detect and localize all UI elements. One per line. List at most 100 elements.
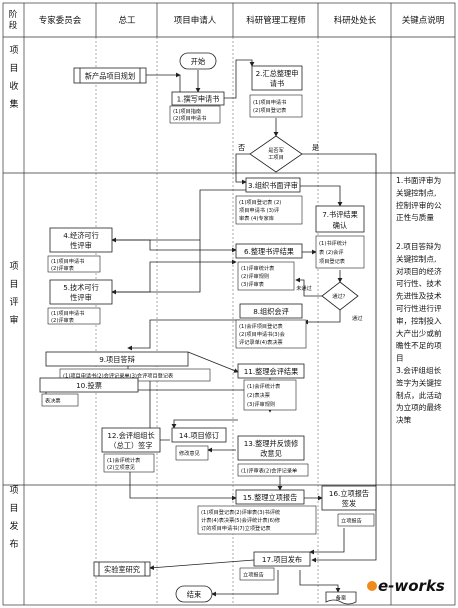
step-1-doc: (1)项目指南 bbox=[173, 107, 201, 115]
step-11-doc: (3)评审规则 bbox=[247, 400, 275, 408]
header-stage-label: 阶段 bbox=[9, 9, 18, 31]
key-note-line: 正性与质量 bbox=[396, 212, 434, 222]
key-note-line: 先进性及技术 bbox=[396, 291, 442, 301]
stage-label-collect: 项目收集 bbox=[9, 45, 18, 110]
key-note-2: 2.项目答辩为关键控制点,对项目的经济可行性、技术先进性及技术可行性进行评审，控… bbox=[396, 241, 442, 363]
step-16-label: 签发 bbox=[342, 499, 356, 508]
archive-node: 备案 bbox=[325, 591, 357, 605]
header-role: 关键点说明 bbox=[402, 15, 445, 26]
step-8-doc: (1)会评项目登记表 bbox=[239, 322, 283, 330]
key-note-line: 签字为关键控 bbox=[396, 377, 442, 387]
start-node: 开始 bbox=[179, 52, 217, 70]
key-note-line: 2.项目答辩为 bbox=[396, 241, 441, 251]
archive-label: 备案 bbox=[336, 594, 347, 602]
stage-label-char: 目 bbox=[9, 63, 18, 74]
lab-research-node: 实验室研究 bbox=[93, 561, 151, 577]
step-2-label: 请书 bbox=[270, 79, 284, 88]
step-5-doc: (2)评审表 bbox=[51, 316, 75, 324]
step-8-label: 8.组织会评 bbox=[253, 307, 289, 316]
step-16-sign-report: 16.立项报告 签发 立项报告 bbox=[321, 485, 377, 527]
header-role: 总工 bbox=[118, 15, 136, 26]
key-note-line: 为立项的最终 bbox=[396, 402, 442, 412]
step-15-doc: 订的项目申请书(7)立项登记表 bbox=[201, 524, 271, 532]
key-note-line: 3.会评组组长 bbox=[396, 365, 442, 375]
step-10-doc: 表决票 bbox=[45, 397, 61, 405]
step-7-doc: 表 (2)会评 bbox=[319, 248, 344, 256]
key-note-line: 可行性进行评 bbox=[396, 303, 442, 313]
step-7-label: 确认 bbox=[333, 221, 347, 230]
step-14-label: 14.项目修订 bbox=[179, 431, 219, 440]
step-7-doc: 项目登记表 bbox=[319, 257, 346, 265]
step-13-label: 13.整理并反馈修 bbox=[244, 439, 299, 448]
product-plan-label: 新产品项目规划 bbox=[85, 72, 135, 81]
step-4-label: 4.经济可行 bbox=[63, 231, 99, 240]
decision-2-pass: 通过 bbox=[352, 314, 362, 322]
step-17-label: 17.项目发布 bbox=[262, 555, 302, 564]
key-note-1: 1.书面评审为关键控制点,控制评审的公正性与质量 bbox=[396, 175, 442, 222]
start-label: 开始 bbox=[191, 57, 205, 66]
key-note-line: 瞻性不足的项 bbox=[396, 340, 442, 350]
step-12-label: 12.会评组组长 bbox=[107, 431, 154, 440]
key-note-line: 关键控制点, bbox=[396, 253, 436, 263]
step-9-project-defense: 9.项目答辩 (1)项目申请书(2)会评记录单(3)会评项目登记表 bbox=[45, 351, 211, 382]
stage-label-char: 目 bbox=[9, 279, 18, 290]
header-role: 科研管理工程师 bbox=[246, 15, 306, 26]
step-6-organize-written-results: 6.整理书评结果 (1)评审统计表 (2)评审规则 (3)评审表 bbox=[235, 243, 303, 291]
end-node: 结束 bbox=[175, 585, 213, 603]
step-16-doc: 立项报告 bbox=[341, 517, 362, 525]
step-5-label: 性评审 bbox=[70, 293, 92, 302]
stage-label-char: 项 bbox=[9, 261, 18, 272]
step-2-doc: (2)项目登记表 bbox=[253, 106, 287, 114]
step-10-vote: 10.投票 表决票 bbox=[39, 377, 139, 407]
key-note-line: 关键控制点, bbox=[396, 187, 436, 197]
step-2-label: 2.汇总整理申 bbox=[256, 69, 299, 78]
step-12-team-leader-sign: 12.会评组组长 （总工）签字 (1)会评统计表 (2)立项意见 bbox=[101, 427, 161, 473]
step-3-doc: 审表 (4)专家库 bbox=[239, 214, 274, 222]
step-11-label: 11.整理会评结果 bbox=[244, 367, 299, 376]
stage-label-char: 项 bbox=[9, 45, 18, 56]
stage-label-char: 项 bbox=[9, 485, 18, 496]
decision-1-label: 工项目 bbox=[268, 154, 284, 161]
stage-label-char: 目 bbox=[9, 503, 18, 514]
step-6-doc: (1)评审统计表 bbox=[241, 264, 275, 272]
step-7-confirm-written-results: 7.书评结果 确认 (1)书评统计 表 (2)会评 项目登记表 bbox=[315, 205, 365, 269]
key-note-line: 1.书面评审为 bbox=[396, 175, 441, 185]
step-16-label: 16.立项报告 bbox=[329, 489, 369, 498]
decision-1-yes: 是 bbox=[312, 143, 319, 152]
step-4-label: 性评审 bbox=[70, 241, 92, 250]
step-6-doc: (3)评审表 bbox=[241, 280, 265, 288]
step-3-doc: 项目申请书 (3)评 bbox=[239, 206, 279, 214]
step-1-doc: (2)项目申请书 bbox=[173, 114, 206, 122]
stage-label-publish: 项目发布 bbox=[9, 485, 18, 550]
step-9-label: 9.项目答辩 bbox=[99, 355, 135, 364]
key-note-line: 审，控制投入 bbox=[396, 315, 442, 325]
decision-military-project: 是否军 工项目 否 是 bbox=[238, 135, 319, 173]
step-8-doc: (2)项目申请书(3)会 bbox=[239, 330, 285, 338]
decision-1-label: 是否军 bbox=[268, 147, 284, 154]
key-note-line: 决策 bbox=[396, 415, 412, 425]
step-7-doc: (1)书评统计 bbox=[319, 239, 347, 247]
step-4-doc: (2)评审表 bbox=[51, 264, 75, 272]
stage-label-char: 审 bbox=[9, 314, 18, 326]
step-6-label: 6.整理书评结果 bbox=[244, 247, 294, 256]
product-plan-node: 新产品项目规划 bbox=[73, 67, 147, 84]
step-15-doc: 计表(4)表决票(5)会评统计表(6)修 bbox=[201, 516, 281, 524]
step-11-organize-meeting-results: 11.整理会评结果 (1)会评统计表 (2)表决票 (3)评审规则 bbox=[237, 363, 305, 411]
decision-2-label: 通过？ bbox=[332, 292, 348, 300]
step-15-organize-project-report: 15.整理立项报告 (1)项目登记表(2)评审表(3)书评统 计表(4)表决票(… bbox=[197, 489, 317, 535]
step-1-label: 1.撰写申请书 bbox=[177, 95, 220, 104]
step-11-doc: (1)会评统计表 bbox=[247, 382, 281, 390]
step-3-written-review: 3.组织书面评审 (1)项目登记表 (2) 项目申请书 (3)评 审表 (4)专… bbox=[235, 177, 303, 225]
stage-label-char: 评 bbox=[9, 297, 18, 308]
step-9-doc: (1)项目申请书(2)会评记录单(3)会评项目登记表 bbox=[63, 372, 174, 380]
step-2-doc: (1)项目申请书 bbox=[253, 98, 286, 106]
step-1-write-application: 1.撰写申请书 (1)项目指南 (2)项目申请书 bbox=[169, 91, 225, 124]
key-note-line: 目 bbox=[396, 354, 404, 363]
lab-research-label: 实验室研究 bbox=[104, 565, 140, 574]
stage-label-char: 收 bbox=[9, 80, 18, 92]
step-17-project-release: 17.项目发布 立项报告 bbox=[239, 551, 311, 581]
step-13-label: 改意见 bbox=[260, 449, 282, 458]
header-role: 专家委员会 bbox=[39, 15, 82, 26]
